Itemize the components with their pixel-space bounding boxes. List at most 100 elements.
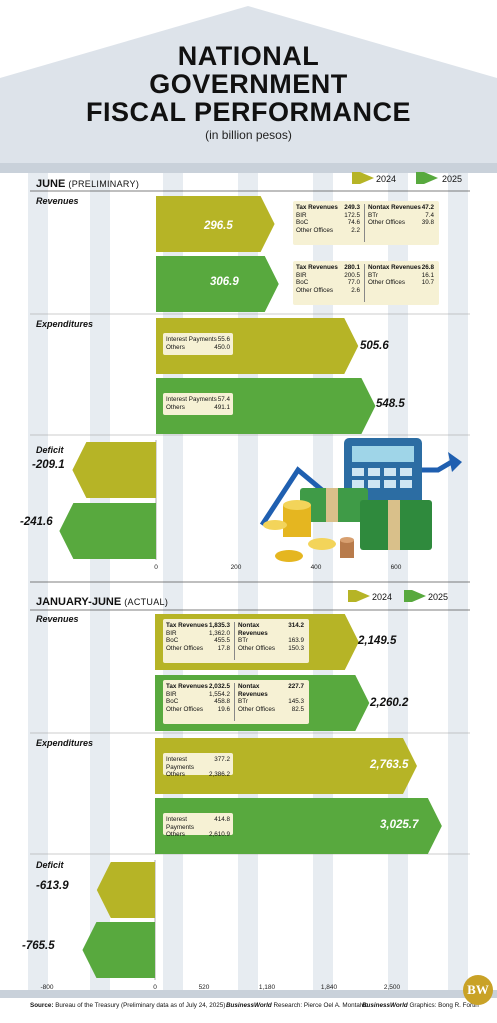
- nontax-other-value: 39.8: [421, 219, 434, 227]
- june-deficit-label: Deficit: [36, 445, 64, 455]
- others-value: 2,610.9: [208, 831, 230, 839]
- interest-label: Interest Payments: [166, 336, 217, 343]
- nontax-label: Nontax Revenues: [368, 264, 421, 271]
- nontax-label: Nontax Revenues: [368, 204, 421, 211]
- boc-value: 455.5: [214, 637, 230, 645]
- june-revenues-label: Revenues: [36, 196, 79, 206]
- nontax-other-label: Other Offices: [238, 705, 275, 713]
- bir-label: BIR: [166, 690, 177, 698]
- tax-value: 2,032.5: [208, 683, 230, 690]
- research-credit: BusinessWorld Research: Pierce Oel A. Mo…: [226, 1002, 368, 1009]
- nontax-value: 47.2: [421, 204, 434, 211]
- nontax-other-label: Other Offices: [368, 219, 405, 227]
- h1-expenditures-label: Expenditures: [36, 738, 94, 748]
- breakdown-separator: [234, 683, 235, 721]
- h1-exp-2024-bar: [155, 738, 417, 794]
- btr-label: BTr: [238, 698, 248, 706]
- boc-value: 458.8: [214, 698, 230, 706]
- nontax-other-label: Other Offices: [238, 644, 275, 652]
- h1-tick: 520: [198, 984, 210, 991]
- nontax-label: Nontax Revenues: [238, 683, 268, 698]
- june-tick: 600: [390, 564, 402, 571]
- june-def-2025-value: -241.6: [20, 516, 53, 528]
- nontax-other-value: 82.5: [291, 705, 304, 713]
- nontax-label: Nontax Revenues: [238, 622, 268, 637]
- h1-heading-text: JANUARY-JUNE: [36, 596, 122, 608]
- column: [90, 173, 110, 993]
- title-line-1: NATIONAL: [177, 41, 320, 71]
- interest-label: Interest Payments: [166, 756, 194, 771]
- legend-chip-2025-h1: [404, 590, 426, 602]
- breakdown-separator: [234, 622, 235, 660]
- btr-label: BTr: [238, 637, 248, 645]
- others-value: 491.1: [214, 403, 230, 411]
- tax-label: Tax Revenues: [296, 204, 338, 211]
- others-label: Others: [166, 831, 185, 839]
- btr-label: BTr: [368, 211, 378, 219]
- h1-exp-2024-value: 2,763.5: [370, 759, 409, 771]
- legend-chip-2024-june: [352, 172, 374, 184]
- june-def-2024-bar: [72, 442, 156, 498]
- legend-2025-h1: 2025: [428, 592, 449, 602]
- base: [0, 990, 497, 998]
- nontax-value: 227.7: [288, 683, 304, 690]
- june-rev-2024-value: 296.5: [204, 220, 233, 232]
- source-text: Bureau of the Treasury (Preliminary data…: [55, 1002, 226, 1009]
- research-brand: BusinessWorld: [226, 1002, 272, 1009]
- btr-label: BTr: [368, 271, 378, 279]
- june-exp-2025-bar: [156, 378, 376, 434]
- interest-value: 55.6: [217, 336, 230, 343]
- h1-rev-2024-value: 2,149.5: [358, 635, 397, 647]
- breakdown-separator: [364, 204, 365, 242]
- bir-value: 1,554.2: [208, 690, 230, 698]
- others-value: 2,386.2: [208, 771, 230, 779]
- tax-label: Tax Revenues: [296, 264, 338, 271]
- btr-value: 7.4: [425, 211, 434, 219]
- tax-label: Tax Revenues: [166, 622, 208, 629]
- others-label: Others: [166, 343, 185, 351]
- june-expenditures-label: Expenditures: [36, 319, 94, 329]
- bir-label: BIR: [166, 629, 177, 637]
- other-offices-value: 17.8: [217, 644, 230, 652]
- research-text: Research: Pierce Oel A. Montalvo: [273, 1002, 368, 1009]
- h1-exp-2025-bar: [155, 798, 442, 854]
- graphics-brand: BusinessWorld: [362, 1002, 408, 1009]
- other-offices-value: 2.6: [351, 286, 360, 294]
- btr-value: 16.1: [421, 271, 434, 279]
- boc-label: BoC: [166, 698, 179, 706]
- tax-value: 249.3: [344, 204, 360, 211]
- bir-label: BIR: [296, 211, 307, 219]
- others-value: 450.0: [214, 343, 230, 351]
- boc-label: BoC: [296, 219, 309, 227]
- june-tick: 400: [310, 564, 322, 571]
- boc-label: BoC: [166, 637, 179, 645]
- tax-value: 1,835.3: [208, 622, 230, 629]
- june-def-2025-bar: [59, 503, 156, 559]
- tax-label: Tax Revenues: [166, 683, 208, 690]
- h1-revenues-label: Revenues: [36, 614, 79, 624]
- h1-deficit-label: Deficit: [36, 860, 64, 870]
- title-line-3: FISCAL PERFORMANCE: [85, 97, 411, 127]
- other-offices-value: 2.2: [351, 226, 360, 234]
- legend-chip-2024-h1: [348, 590, 370, 602]
- column: [28, 173, 48, 993]
- bir-value: 1,362.0: [208, 629, 230, 637]
- money-illustration-icon: [259, 438, 462, 562]
- btr-value: 163.9: [288, 637, 304, 645]
- other-offices-value: 19.6: [217, 705, 230, 713]
- h1-def-2024-value: -613.9: [36, 880, 69, 892]
- june-heading: JUNE (PRELIMINARY): [36, 178, 139, 190]
- june-rev-2025-bar: [156, 256, 279, 312]
- h1-tick: 0: [153, 984, 157, 991]
- btr-value: 145.3: [288, 698, 304, 706]
- h1-tick: 1,840: [320, 984, 338, 991]
- h1-heading-note: (ACTUAL): [124, 597, 169, 607]
- legend-2024-june: 2024: [376, 174, 397, 184]
- breakdown-separator: [364, 264, 365, 302]
